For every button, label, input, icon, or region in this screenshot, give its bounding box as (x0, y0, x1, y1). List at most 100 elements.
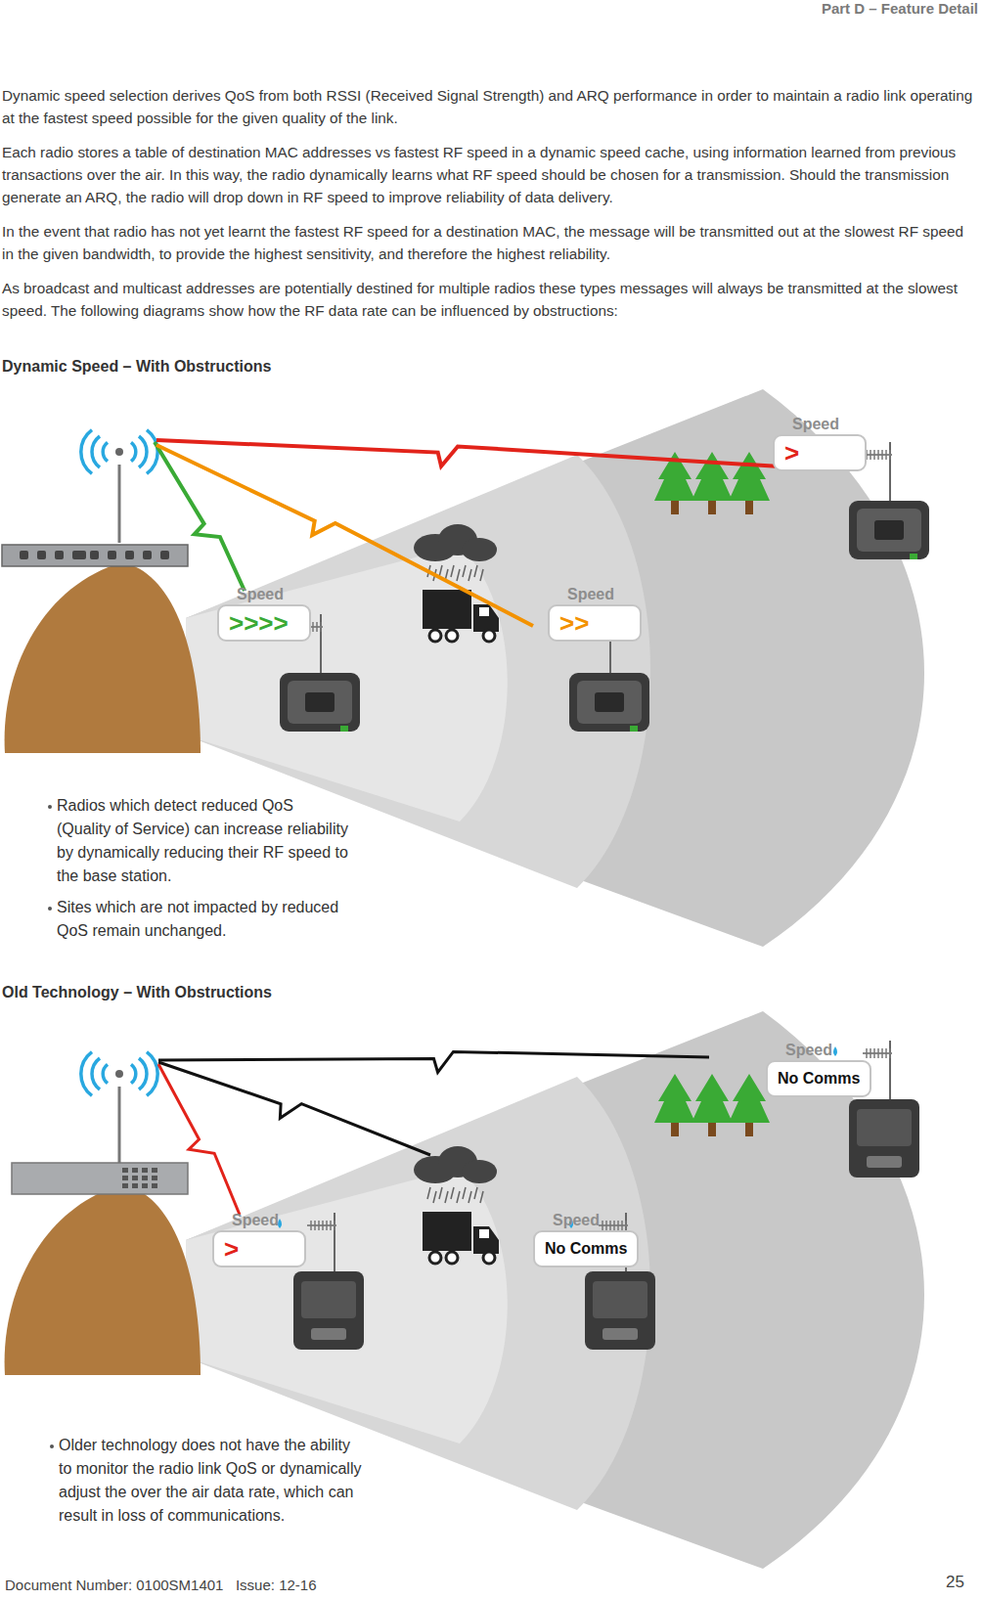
truck-wheel (483, 629, 495, 642)
rack-port (19, 550, 29, 560)
cloud (461, 1160, 497, 1184)
rack-port (89, 550, 99, 560)
speed-value: >> (547, 604, 642, 642)
rack-port (125, 550, 134, 560)
body-paragraph: Dynamic speed selection derives QoS from… (1, 84, 977, 130)
mast (118, 464, 122, 543)
truck-window (479, 1229, 490, 1239)
badge-heading: Speed (792, 414, 867, 435)
dynamic-speed-scene (1, 389, 930, 947)
truck-wheel (446, 629, 458, 642)
hill (4, 1184, 201, 1376)
page-number: 25 (945, 1572, 965, 1593)
tree-trunk (708, 1120, 716, 1137)
signal-wave (81, 1052, 92, 1097)
rain (456, 569, 460, 581)
signal-wave (81, 430, 92, 475)
antenna-coil (624, 1220, 627, 1231)
base-station-rack (1, 544, 188, 567)
rain (450, 565, 454, 578)
antenna (889, 1040, 892, 1100)
badge-heading: Speed (567, 584, 642, 605)
speed-value: No Comms (533, 1230, 639, 1268)
radio-led (629, 725, 638, 732)
rack-port (160, 550, 170, 560)
rack-button (151, 1175, 158, 1181)
antenna-coil (310, 1220, 313, 1231)
truck-wheel (429, 1251, 442, 1264)
speed-value: No Comms (765, 1060, 872, 1098)
rain (456, 1191, 460, 1204)
truck-window (479, 607, 490, 617)
radio-label (305, 692, 335, 713)
mast-tip (115, 1070, 124, 1078)
antenna-coil (873, 449, 876, 460)
bullet-note: Sites which are not impacted by reduced … (56, 895, 351, 943)
radio-body (848, 500, 930, 560)
antenna-coil (889, 1048, 892, 1059)
truck-box (422, 589, 472, 629)
tree-trunk (745, 1120, 754, 1137)
rack-port (107, 550, 117, 560)
antenna-coil (621, 1220, 624, 1231)
rain (433, 1191, 437, 1204)
speed-badge: Speed>>>> (217, 584, 312, 642)
signal-wave (131, 1064, 136, 1083)
radio-led (340, 725, 349, 732)
tree (728, 451, 770, 501)
radio-body (569, 672, 650, 732)
rain (445, 1191, 448, 1204)
rain (480, 569, 484, 581)
body-paragraph: Each radio stores a table of destination… (1, 140, 977, 209)
rack-button (151, 1167, 158, 1173)
radio-body (293, 1271, 364, 1350)
badge-heading: Speed (552, 1210, 639, 1231)
radio-connector (602, 1328, 638, 1340)
radio-panel (856, 1109, 912, 1147)
rain (468, 569, 472, 581)
speed-value: >>>> (217, 604, 312, 642)
signal-wave (138, 436, 147, 468)
section-heading: Old Technology – With Obstructions (1, 983, 272, 1002)
antenna-coil (869, 1048, 872, 1059)
hill (4, 562, 201, 754)
bullet-dot (49, 1444, 54, 1449)
badge-heading: Speed (236, 584, 312, 605)
radio-link-bolt (158, 1051, 710, 1072)
antenna (319, 614, 322, 673)
antenna-coil (877, 1048, 880, 1059)
section-heading: Dynamic Speed – With Obstructions (1, 357, 271, 376)
speed-badge: SpeedNo Comms (533, 1210, 639, 1268)
bullet-note: Radios which detect reduced QoS (Quality… (56, 794, 351, 889)
radio-label (594, 692, 625, 713)
truck-wheel (446, 1251, 458, 1264)
badge-heading: Speed (785, 1040, 872, 1061)
signal-wave (91, 436, 100, 468)
radio-led (909, 553, 918, 560)
rain (427, 1187, 431, 1200)
antenna-coil (319, 622, 322, 632)
rain (474, 1187, 478, 1200)
antenna-coil (613, 1220, 616, 1231)
truck-box (422, 1211, 472, 1251)
antenna-coil (333, 1220, 336, 1231)
signal-wave (131, 442, 136, 461)
radio-panel (577, 680, 642, 724)
rain (474, 565, 478, 578)
antenna (333, 1212, 336, 1272)
rain (468, 1191, 472, 1204)
speed-badge: Speed> (212, 1210, 307, 1268)
antenna-coil (889, 449, 892, 460)
speed-badge: Speed> (772, 414, 867, 472)
rack-button (132, 1183, 138, 1189)
signal-wave (138, 1058, 147, 1090)
tree (691, 451, 733, 501)
tree-trunk (670, 1120, 679, 1137)
rack-port (72, 550, 87, 560)
radio-connector (866, 1156, 902, 1168)
body-paragraph: In the event that radio has not yet lear… (1, 220, 977, 266)
rack-button (132, 1175, 138, 1181)
antenna-coil (869, 449, 872, 460)
radio-panel (301, 1281, 357, 1319)
speed-value: > (772, 434, 867, 472)
